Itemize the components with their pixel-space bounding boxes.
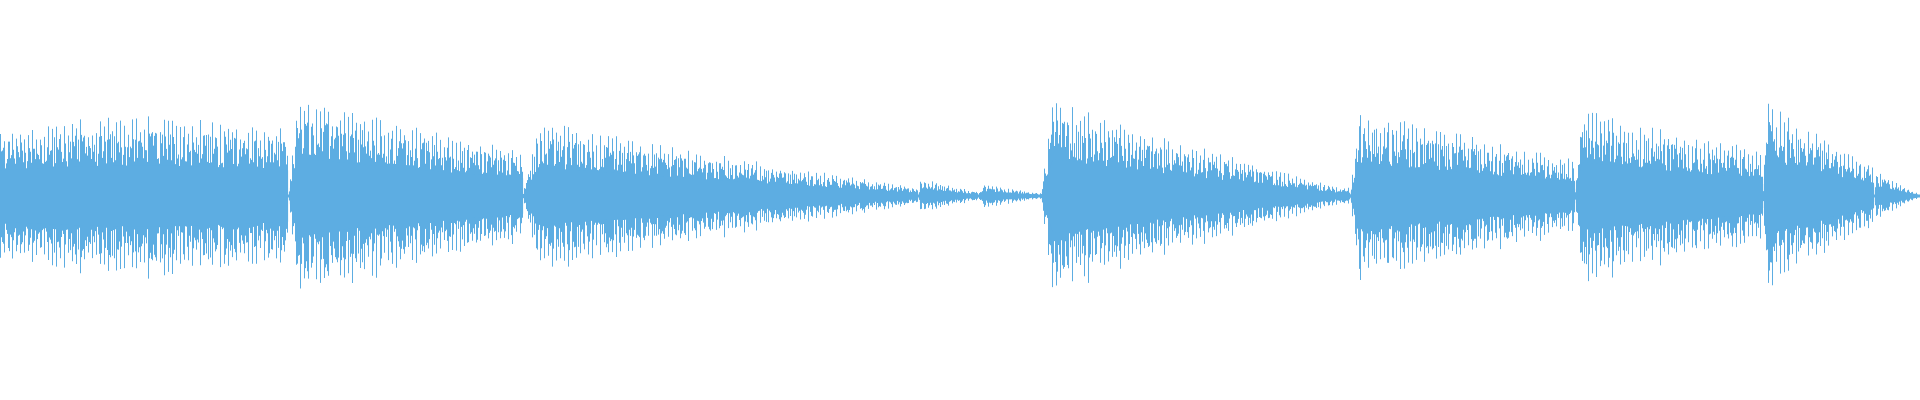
waveform-core [0, 158, 1920, 234]
